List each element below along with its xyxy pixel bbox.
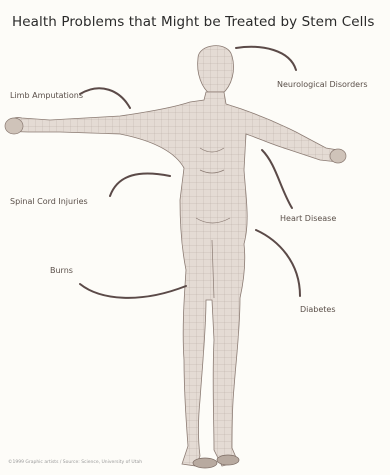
- leader-line-neurological-disorders: [236, 47, 296, 70]
- label-neurological-disorders: Neurological Disorders: [277, 80, 368, 89]
- label-limb-amputations: Limb Amputations: [10, 91, 83, 100]
- leader-line-heart-disease: [262, 150, 292, 208]
- leader-line-diabetes: [256, 230, 300, 296]
- body-silhouette: [5, 46, 346, 468]
- label-diabetes: Diabetes: [300, 305, 336, 314]
- copyright-footer: ©1999 Graphic artists / Source: Science,…: [8, 460, 142, 465]
- leader-line-burns: [80, 284, 186, 298]
- label-heart-disease: Heart Disease: [280, 214, 336, 223]
- leader-line-limb-amputations: [80, 88, 130, 108]
- leader-line-spinal-cord-injuries: [110, 173, 170, 196]
- label-spinal-cord-injuries: Spinal Cord Injuries: [10, 197, 88, 206]
- label-burns: Burns: [50, 266, 73, 275]
- diagram-title: Health Problems that Might be Treated by…: [12, 14, 388, 30]
